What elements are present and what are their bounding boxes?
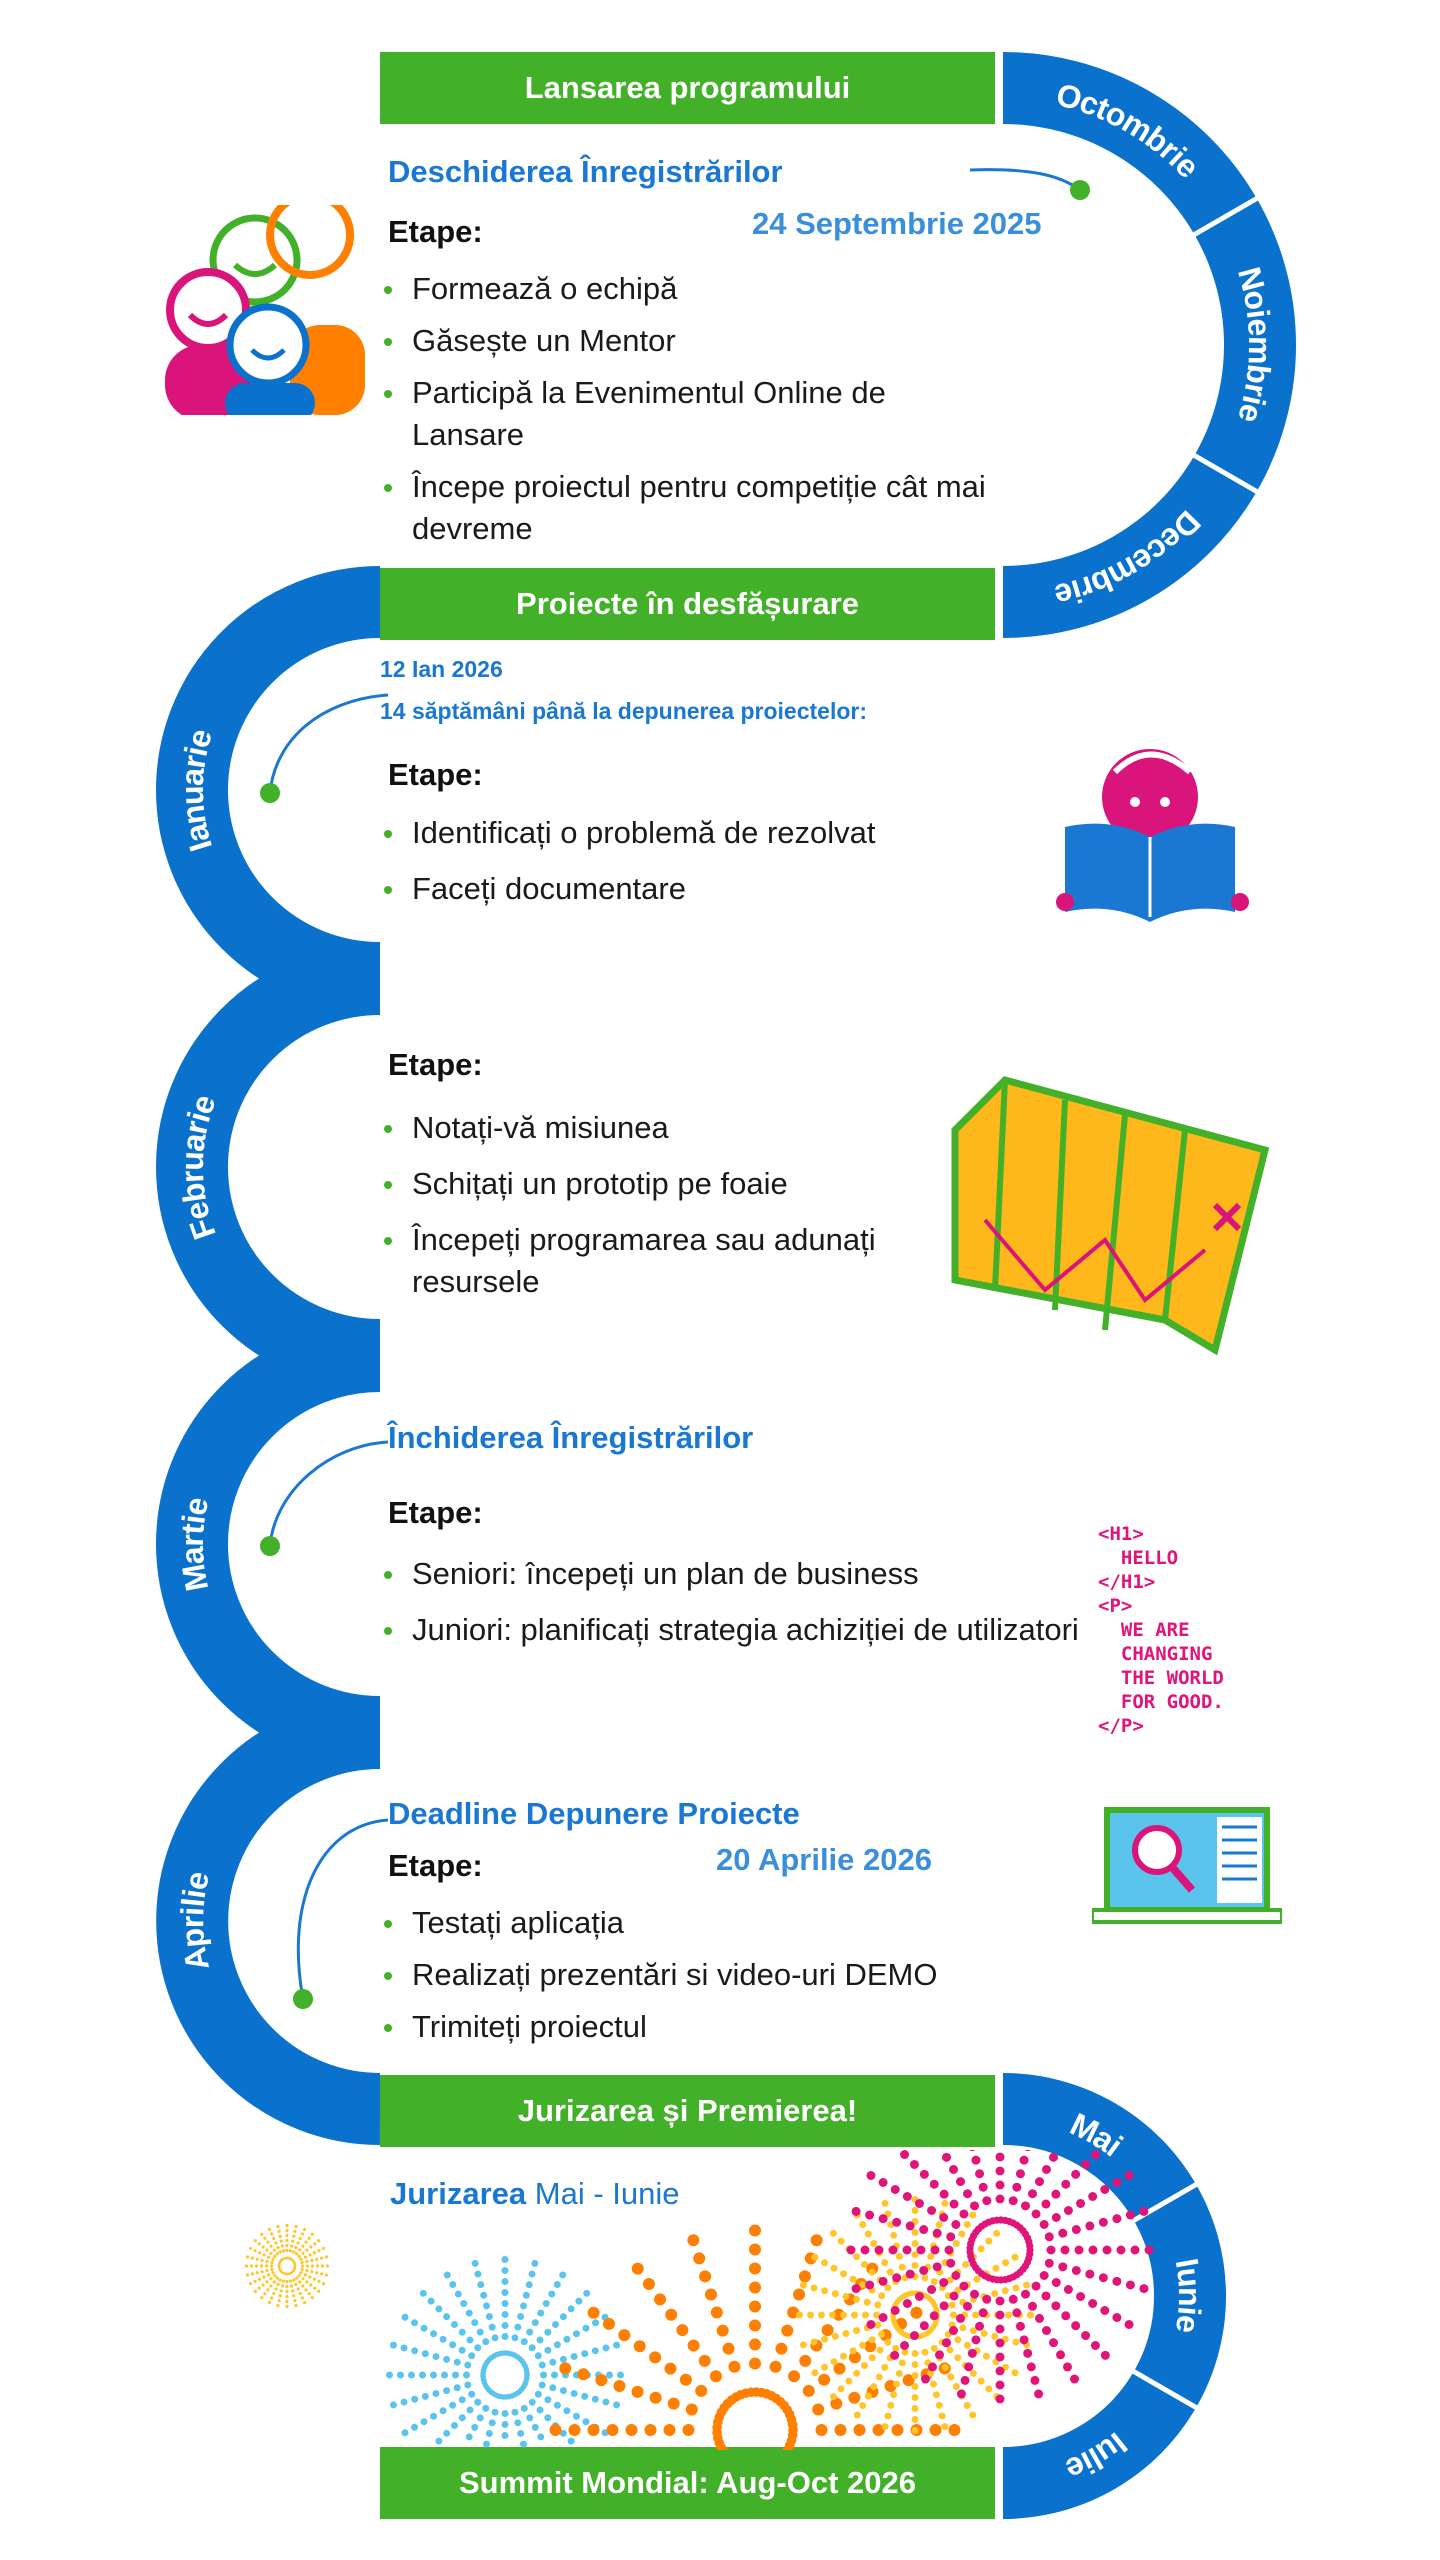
etape-label: Etape: <box>388 1848 483 1883</box>
laptop-search-illustration <box>1092 1807 1282 1924</box>
step-item: Testați aplicația <box>380 1902 1100 1944</box>
progress-start-date: 12 Ian 2026 <box>380 656 503 682</box>
month-ianuarie-segment <box>156 566 381 1014</box>
milestone-dot <box>293 1989 313 2009</box>
bar-summit: Summit Mondial: Aug-Oct 2026 <box>380 2447 995 2519</box>
reading-child-illustration <box>1056 749 1249 922</box>
weeks-note: 14 săptămâni până la depunerea proiectel… <box>380 698 867 724</box>
firework-orange <box>549 2224 961 2450</box>
step-item: Identificați o problemă de rezolvat <box>380 812 1060 854</box>
deadline-title: Deadline Depunere Proiecte <box>388 1796 800 1831</box>
month-divider <box>1189 451 1262 496</box>
month-divider <box>1129 2180 1201 2225</box>
bar-launch: Lansarea programului <box>380 52 995 124</box>
step-item: Juniori: planificați strategia achiziție… <box>380 1609 1080 1651</box>
step-item: Găsește un Mentor <box>380 320 1060 362</box>
step-item: Notați-vă misiunea <box>380 1107 920 1149</box>
judging-months: Mai - Iunie <box>534 2176 680 2211</box>
month-februarie-segment <box>156 943 381 1391</box>
steps-list-4: Seniori: începeți un plan de business Ju… <box>380 1553 1080 1665</box>
month-iulie-segment <box>1002 2370 1197 2519</box>
month-iunie-label: Iunie <box>1169 2256 1208 2336</box>
bar-judging: Jurizarea și Premierea! <box>380 2075 995 2147</box>
team-people-illustration <box>165 205 365 415</box>
step-item: Formează o echipă <box>380 268 1060 310</box>
treasure-map-illustration <box>951 1076 1270 1356</box>
month-noiembrie-segment <box>1194 198 1296 492</box>
milestone-dot <box>260 783 280 803</box>
judging-label: Jurizarea <box>390 2176 527 2211</box>
month-divider <box>1189 194 1262 239</box>
step-item: Seniori: începeți un plan de business <box>380 1553 1080 1595</box>
month-divider <box>1129 2367 1201 2412</box>
step-item: Realizați prezentări si video-uri DEMO <box>380 1954 1100 1996</box>
etape-label: Etape: <box>388 757 483 792</box>
firework-blue <box>386 2256 624 2448</box>
month-mai-segment <box>1002 2073 1197 2222</box>
step-item: Începeți programarea sau adunați resurse… <box>380 1219 920 1303</box>
step-item: Faceți documentare <box>380 868 1060 910</box>
step-item: Participă la Evenimentul Online de Lansa… <box>380 372 992 456</box>
month-iunie-segment <box>1133 2184 1226 2408</box>
steps-list-3: Notați-vă misiunea Schițați un prototip … <box>380 1107 920 1317</box>
connector-line <box>969 168 1081 192</box>
steps-list-2: Identificați o problemă de rezolvat Face… <box>380 812 1060 924</box>
step-item: Începe proiectul pentru competiție cât m… <box>380 466 1072 550</box>
month-martie-label: Martie <box>174 1494 215 1594</box>
connector-line <box>296 1818 389 2000</box>
bar-progress: Proiecte în desfășurare <box>380 568 995 640</box>
etape-label: Etape: <box>388 214 483 249</box>
code-snippet-illustration: <H1> HELLO </H1> <P> WE ARE CHANGING THE… <box>1098 1523 1224 1737</box>
judging-period: Jurizarea Mai - Iunie <box>390 2176 680 2212</box>
month-aprilie-label: Aprilie <box>174 1868 216 1974</box>
month-octombrie-segment <box>1002 52 1257 236</box>
etape-label: Etape: <box>388 1495 483 1530</box>
firework-pink <box>846 2150 1154 2404</box>
sun-icon <box>244 2223 330 2309</box>
month-martie-segment <box>156 1320 381 1768</box>
registration-open-date: 24 Septembrie 2025 <box>752 206 1042 241</box>
etape-label: Etape: <box>388 1047 483 1082</box>
connector-line <box>268 693 389 794</box>
step-item: Schițați un prototip pe foaie <box>380 1163 920 1205</box>
steps-list-1: Formează o echipă Găsește un Mentor Part… <box>380 268 1060 560</box>
month-aprilie-segment <box>156 1697 381 2145</box>
steps-list-5: Testați aplicația Realizați prezentări s… <box>380 1902 1100 2058</box>
registration-open-title: Deschiderea Înregistrărilor <box>388 154 783 189</box>
milestone-dot <box>1070 180 1090 200</box>
connector-line <box>268 1440 389 1547</box>
fireworks-illustration <box>244 2150 1154 2450</box>
month-decembrie-segment <box>1002 454 1257 638</box>
deadline-date: 20 Aprilie 2026 <box>716 1842 932 1877</box>
milestone-dot <box>260 1536 280 1556</box>
registration-close-title: Închiderea Înregistrărilor <box>388 1420 754 1455</box>
step-item: Trimiteți proiectul <box>380 2006 1100 2048</box>
